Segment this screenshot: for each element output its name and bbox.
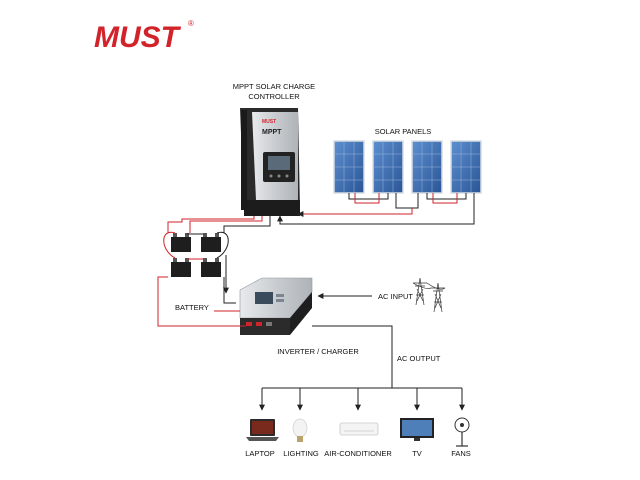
ac-output-label: AC OUTPUT: [397, 354, 441, 363]
battery-bank: [171, 233, 221, 277]
inverter-terminal: [246, 322, 252, 326]
solar-panel: [450, 140, 482, 194]
load-label-air-conditioner: AIR-CONDITIONER: [324, 449, 392, 458]
fan-icon: [454, 417, 470, 447]
laptop-icon: [246, 419, 279, 441]
pv-to-controller-wiring: [277, 193, 475, 225]
air-conditioner-icon: [339, 422, 379, 436]
ac-input-label: AC INPUT: [378, 292, 413, 301]
inverter-label: INVERTER / CHARGER: [277, 347, 359, 356]
load-label-tv: TV: [412, 449, 422, 458]
inverter-terminal: [256, 322, 262, 326]
solar-panel-array: [333, 140, 482, 194]
battery-to-inverter-wiring: [157, 255, 246, 327]
logo-text: MUST: [94, 21, 182, 54]
panel-wiring: [348, 193, 467, 209]
light-bulb-icon: [292, 418, 308, 442]
controller-brand-text: MUST: [262, 119, 276, 125]
mppt-controller: MUST MPPT: [240, 108, 300, 216]
inverter-terminal: [266, 322, 272, 326]
controller-terminal-base: [244, 200, 300, 216]
controller-label-line1: MPPT SOLAR CHARGE: [233, 82, 315, 91]
controller-model-text: MPPT: [262, 129, 282, 136]
battery-unit: [171, 258, 191, 277]
ac-output-wiring: [259, 325, 465, 411]
controller-lcd: [268, 156, 290, 170]
controller-to-battery-wiring: [167, 216, 271, 233]
battery-interconnect-wiring: [163, 231, 229, 260]
battery-unit: [171, 233, 191, 252]
battery-unit: [201, 233, 221, 252]
registered-mark: ®: [188, 19, 194, 28]
inverter-display: [255, 292, 273, 304]
controller-label-line2: CONTROLLER: [248, 92, 300, 101]
power-tower-icon: [412, 277, 446, 313]
solar-panels-label: SOLAR PANELS: [375, 127, 432, 136]
solar-panel: [411, 140, 443, 194]
inverter-charger: [239, 277, 313, 335]
brand-logo: MUST ®: [94, 19, 194, 54]
load-label-fans: FANS: [451, 449, 471, 458]
battery-label: BATTERY: [175, 303, 209, 312]
battery-unit: [201, 258, 221, 277]
load-label-laptop: LAPTOP: [245, 449, 274, 458]
solar-panel: [333, 140, 365, 194]
solar-panel: [372, 140, 404, 194]
load-label-lighting: LIGHTING: [283, 449, 319, 458]
tv-icon: [400, 418, 434, 441]
